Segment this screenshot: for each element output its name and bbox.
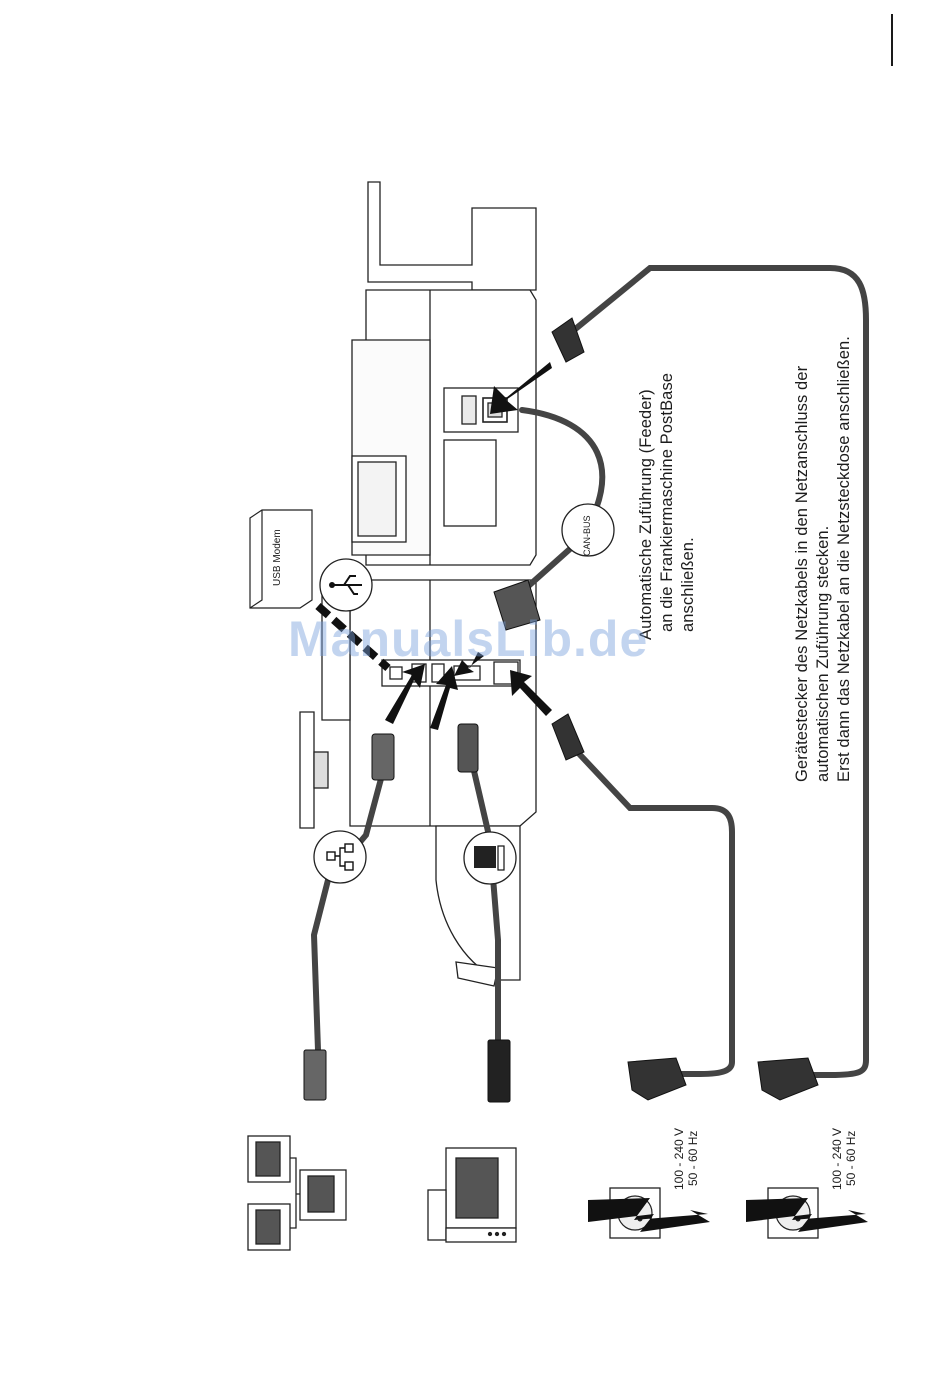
can-bus-icon [561, 503, 615, 557]
usb-modem-label: USB Modem [272, 529, 283, 586]
cables [310, 265, 869, 1078]
outlet-1-voltage: 100 - 240 V [672, 1127, 686, 1190]
computer-icon [463, 831, 517, 885]
power-caption-line-1: Gerätestecker des Netzkabels in den Netz… [793, 365, 811, 782]
network-icon [313, 830, 367, 884]
pc-icon [427, 1147, 517, 1243]
connection-arrows [385, 362, 552, 730]
network-computers-icon [247, 1135, 347, 1251]
outlet-2-frequency: 50 - 60 Hz [844, 1130, 858, 1186]
power-outlet-icon-2 [746, 1187, 868, 1239]
power-caption-line-2: automatischen Zuführung stecken. [814, 525, 832, 782]
power-caption-line-3: Erst dann das Netzkabel an die Netzsteck… [835, 336, 853, 782]
feeder-caption: Automatische Zuführung (Feeder) an die F… [636, 373, 699, 640]
usb-modem-dashed-arrow [315, 603, 391, 671]
watermark: ManualsLib.de [288, 611, 649, 667]
page-edge-rule [891, 14, 893, 66]
feeder-caption-line-3: anschließen. [679, 537, 697, 632]
outlet-1-spec: 100 - 240 V 50 - 60 Hz [672, 1128, 700, 1190]
cable-plugs [303, 317, 819, 1103]
usb-icon [319, 558, 373, 612]
power-outlet-icon [588, 1187, 710, 1239]
power-caption: Gerätestecker des Netzkabels in den Netz… [792, 336, 855, 782]
outlet-2-voltage: 100 - 240 V [830, 1127, 844, 1190]
outlet-1-frequency: 50 - 60 Hz [686, 1130, 700, 1186]
can-bus-label: CAN-BUS [582, 515, 592, 556]
lightning-icon [588, 1198, 710, 1232]
feeder-caption-line-1: Automatische Zuführung (Feeder) [637, 389, 655, 640]
outlet-2-spec: 100 - 240 V 50 - 60 Hz [830, 1128, 858, 1190]
feeder-caption-line-2: an die Frankiermaschine PostBase [658, 372, 676, 632]
usb-modem-box [249, 509, 313, 609]
lightning-icon-2 [746, 1198, 868, 1232]
